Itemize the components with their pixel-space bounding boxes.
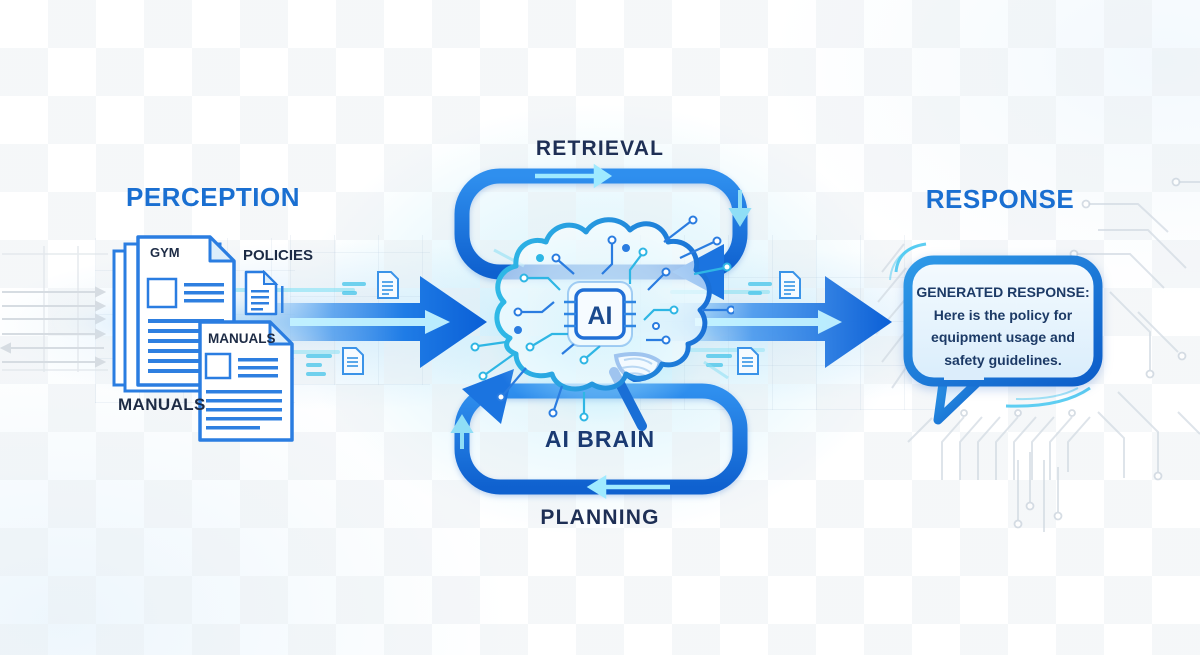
inner-cyan-arrow — [290, 310, 450, 334]
gym-documents-icon: GYM — [112, 235, 236, 393]
generated-response-text: GENERATED RESPONSE: Here is the policy f… — [914, 281, 1092, 372]
policies-label: POLICIES — [243, 247, 314, 264]
manuals-label: MANUALS — [118, 395, 206, 414]
response-title: RESPONSE — [925, 184, 1075, 214]
policies-doc-icon — [244, 270, 284, 316]
loop-direction-arrow — [586, 474, 670, 500]
manuals-document-icon: MANUALS — [198, 320, 294, 442]
response-line: safety guidelines. — [944, 352, 1062, 369]
response-line: GENERATED RESPONSE: — [916, 284, 1090, 300]
ai-chip-label: AI — [588, 302, 613, 330]
loop-direction-arrow — [535, 163, 613, 189]
mini-document-icon — [779, 271, 801, 299]
response-line: Here is the policy for — [933, 306, 1073, 323]
retrieval-label: RETRIEVAL — [535, 137, 665, 160]
response-bubble — [889, 242, 1103, 425]
perception-title: PERCEPTION — [126, 182, 301, 212]
motion-dashes — [342, 282, 366, 295]
gym-doc-label: GYM — [150, 245, 180, 260]
motion-dashes — [306, 354, 332, 376]
mini-document-icon — [342, 347, 364, 375]
ai-chip-icon: AI — [564, 281, 636, 347]
ai-brain-icon: AI — [470, 215, 734, 431]
response-line: equipment usage and — [931, 329, 1075, 346]
inner-cyan-arrow — [695, 310, 842, 334]
planning-label: PLANNING — [540, 506, 660, 529]
motion-dashes — [748, 282, 772, 295]
ai-brain-label: AI BRAIN — [544, 426, 656, 452]
manuals-doc-label: MANUALS — [208, 331, 276, 346]
mini-document-icon — [377, 271, 399, 299]
